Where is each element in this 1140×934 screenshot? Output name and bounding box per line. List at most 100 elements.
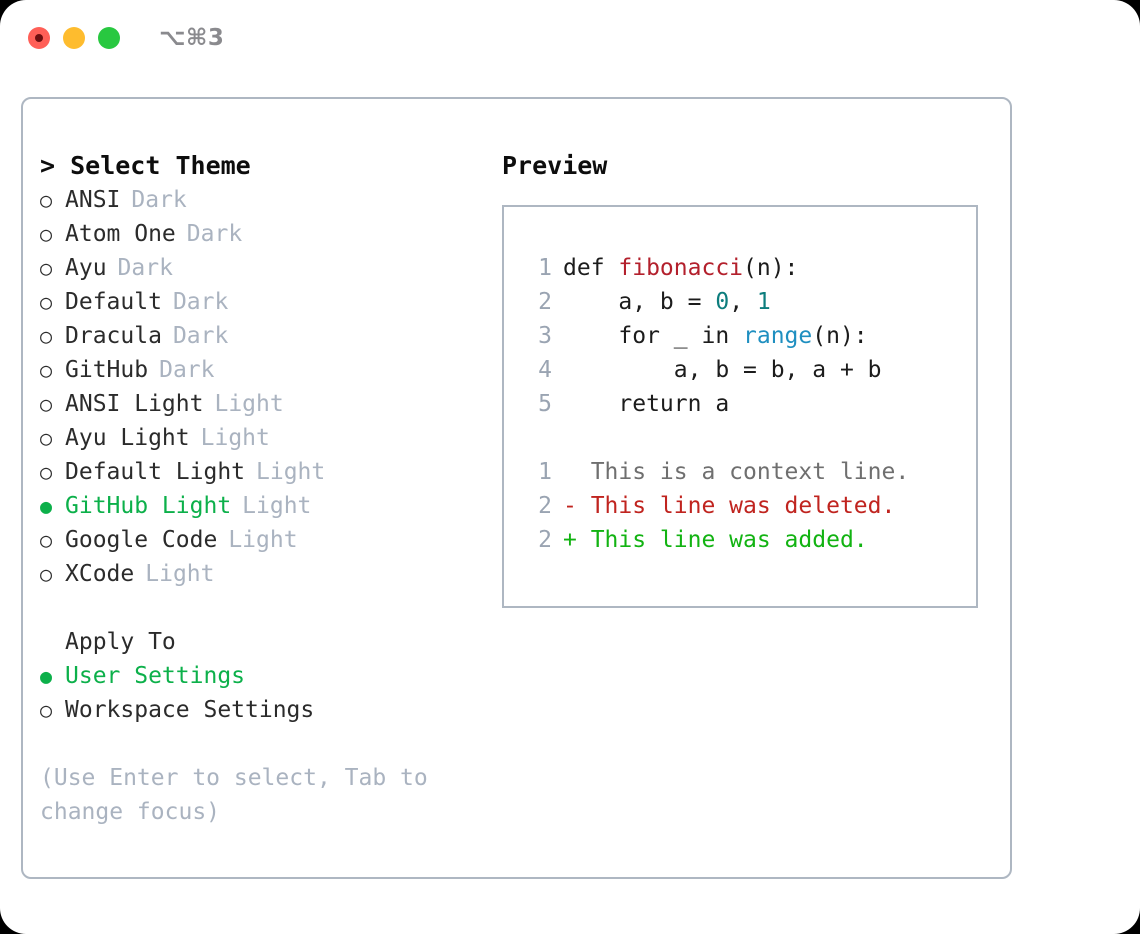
code-text: return a xyxy=(563,387,729,421)
apply-to-label: Workspace Settings xyxy=(65,697,315,723)
theme-category-badge: Light xyxy=(145,561,215,587)
radio-unselected-icon: ○ xyxy=(40,562,53,586)
code-text: a, b = b, a + b xyxy=(563,353,882,387)
theme-category-badge: Light xyxy=(200,425,270,451)
code-text: for _ in range(n): xyxy=(563,319,868,353)
code-token: (n): xyxy=(812,323,868,349)
code-token: def xyxy=(563,255,619,281)
apply-to-heading: Apply To xyxy=(65,629,176,655)
close-dot-icon xyxy=(35,34,43,42)
code-token: a, b = xyxy=(563,289,716,315)
diff-sample: 1 This is a context line. 2 - This line wa… xyxy=(524,455,976,557)
code-token: a, b = b, a + b xyxy=(563,357,882,383)
line-number: 4 xyxy=(538,357,552,383)
line-number: 2 xyxy=(538,527,552,553)
theme-category-badge: Dark xyxy=(117,255,173,281)
code-line: 4 a, b = b, a + b xyxy=(524,353,976,387)
diff-line: 2 - This line was deleted. xyxy=(524,489,976,523)
radio-selected-icon: ● xyxy=(40,664,53,688)
preview-title: Preview xyxy=(502,151,608,180)
code-token: fibonacci xyxy=(618,255,744,281)
radio-unselected-icon: ○ xyxy=(40,698,53,722)
diff-text: This is a context line. xyxy=(563,459,910,485)
theme-option[interactable]: ○ Default Dark xyxy=(40,285,500,319)
theme-name: Ayu Light xyxy=(65,425,190,451)
radio-unselected-icon: ○ xyxy=(40,358,53,382)
theme-option[interactable]: ○ GitHub Dark xyxy=(40,353,500,387)
code-line: 5 return a xyxy=(524,387,976,421)
code-text: def fibonacci(n): xyxy=(563,251,798,285)
code-line: 2 a, b = 0, 1 xyxy=(524,285,976,319)
code-token: return a xyxy=(563,391,730,417)
theme-category-badge: Dark xyxy=(159,357,215,383)
code-token: 0 xyxy=(715,289,730,315)
line-number: 1 xyxy=(538,459,552,485)
theme-name: GitHub xyxy=(65,357,149,383)
close-button[interactable] xyxy=(28,27,50,49)
theme-name: ANSI Light xyxy=(65,391,204,417)
theme-option[interactable]: ○ ANSI Dark xyxy=(40,183,500,217)
diff-text: - This line was deleted. xyxy=(563,493,896,519)
diff-text: + This line was added. xyxy=(563,527,868,553)
list-spacer xyxy=(40,591,500,625)
line-number: 2 xyxy=(538,493,552,519)
theme-option[interactable]: ○ Google Code Light xyxy=(40,523,500,557)
page-title: > Select Theme xyxy=(40,151,251,180)
radio-unselected-icon: ○ xyxy=(40,290,53,314)
zoom-button[interactable] xyxy=(98,27,120,49)
radio-unselected-icon: ○ xyxy=(40,324,53,348)
code-token: (n): xyxy=(743,255,799,281)
theme-name: Google Code xyxy=(65,527,218,553)
code-token: , xyxy=(729,289,757,315)
theme-category-badge: Light xyxy=(242,493,312,519)
code-token: range xyxy=(743,323,813,349)
theme-option[interactable]: ○ Ayu Light Light xyxy=(40,421,500,455)
theme-category-badge: Dark xyxy=(172,289,229,315)
theme-option[interactable]: ● GitHub Light Light xyxy=(40,489,500,523)
theme-name: Default xyxy=(65,289,162,315)
minimize-button[interactable] xyxy=(63,27,85,49)
code-line: 1 def fibonacci(n): xyxy=(524,251,976,285)
theme-option[interactable]: ○ Default Light Light xyxy=(40,455,500,489)
code-text: a, b = 0, 1 xyxy=(563,285,771,319)
theme-name: ANSI xyxy=(65,187,121,213)
theme-name: GitHub Light xyxy=(65,493,232,519)
radio-unselected-icon: ○ xyxy=(40,528,53,552)
radio-selected-icon: ● xyxy=(40,494,53,518)
diff-line: 1 This is a context line. xyxy=(524,455,976,489)
theme-category-badge: Dark xyxy=(131,187,187,213)
keyboard-shortcut-label: ⌥⌘3 xyxy=(159,25,225,51)
radio-unselected-icon: ○ xyxy=(40,188,53,212)
code-diff-spacer xyxy=(524,421,976,455)
apply-to-label: User Settings xyxy=(65,663,246,689)
radio-unselected-icon: ○ xyxy=(40,426,53,450)
theme-name: Default Light xyxy=(65,459,246,485)
line-number: 3 xyxy=(538,323,552,349)
apply-to-option[interactable]: ● User Settings xyxy=(40,659,500,693)
radio-unselected-icon: ○ xyxy=(40,460,53,484)
line-number: 2 xyxy=(538,289,552,315)
theme-category-badge: Light xyxy=(256,459,326,485)
keyboard-hint: (Use Enter to select, Tab to change focu… xyxy=(40,765,428,825)
theme-category-badge: Light xyxy=(214,391,284,417)
code-token: 1 xyxy=(756,289,771,315)
traffic-lights xyxy=(28,27,120,49)
theme-name: Ayu xyxy=(65,255,107,281)
apply-to-option[interactable]: ○ Workspace Settings xyxy=(40,693,500,727)
apply-to-list: ● User Settings ○ Workspace Settings xyxy=(40,659,500,727)
theme-category-badge: Dark xyxy=(186,221,243,247)
diff-line: 2 + This line was added. xyxy=(524,523,976,557)
theme-category-badge: Light xyxy=(228,527,298,553)
line-number: 1 xyxy=(538,255,552,281)
code-line: 3 for _ in range(n): xyxy=(524,319,976,353)
